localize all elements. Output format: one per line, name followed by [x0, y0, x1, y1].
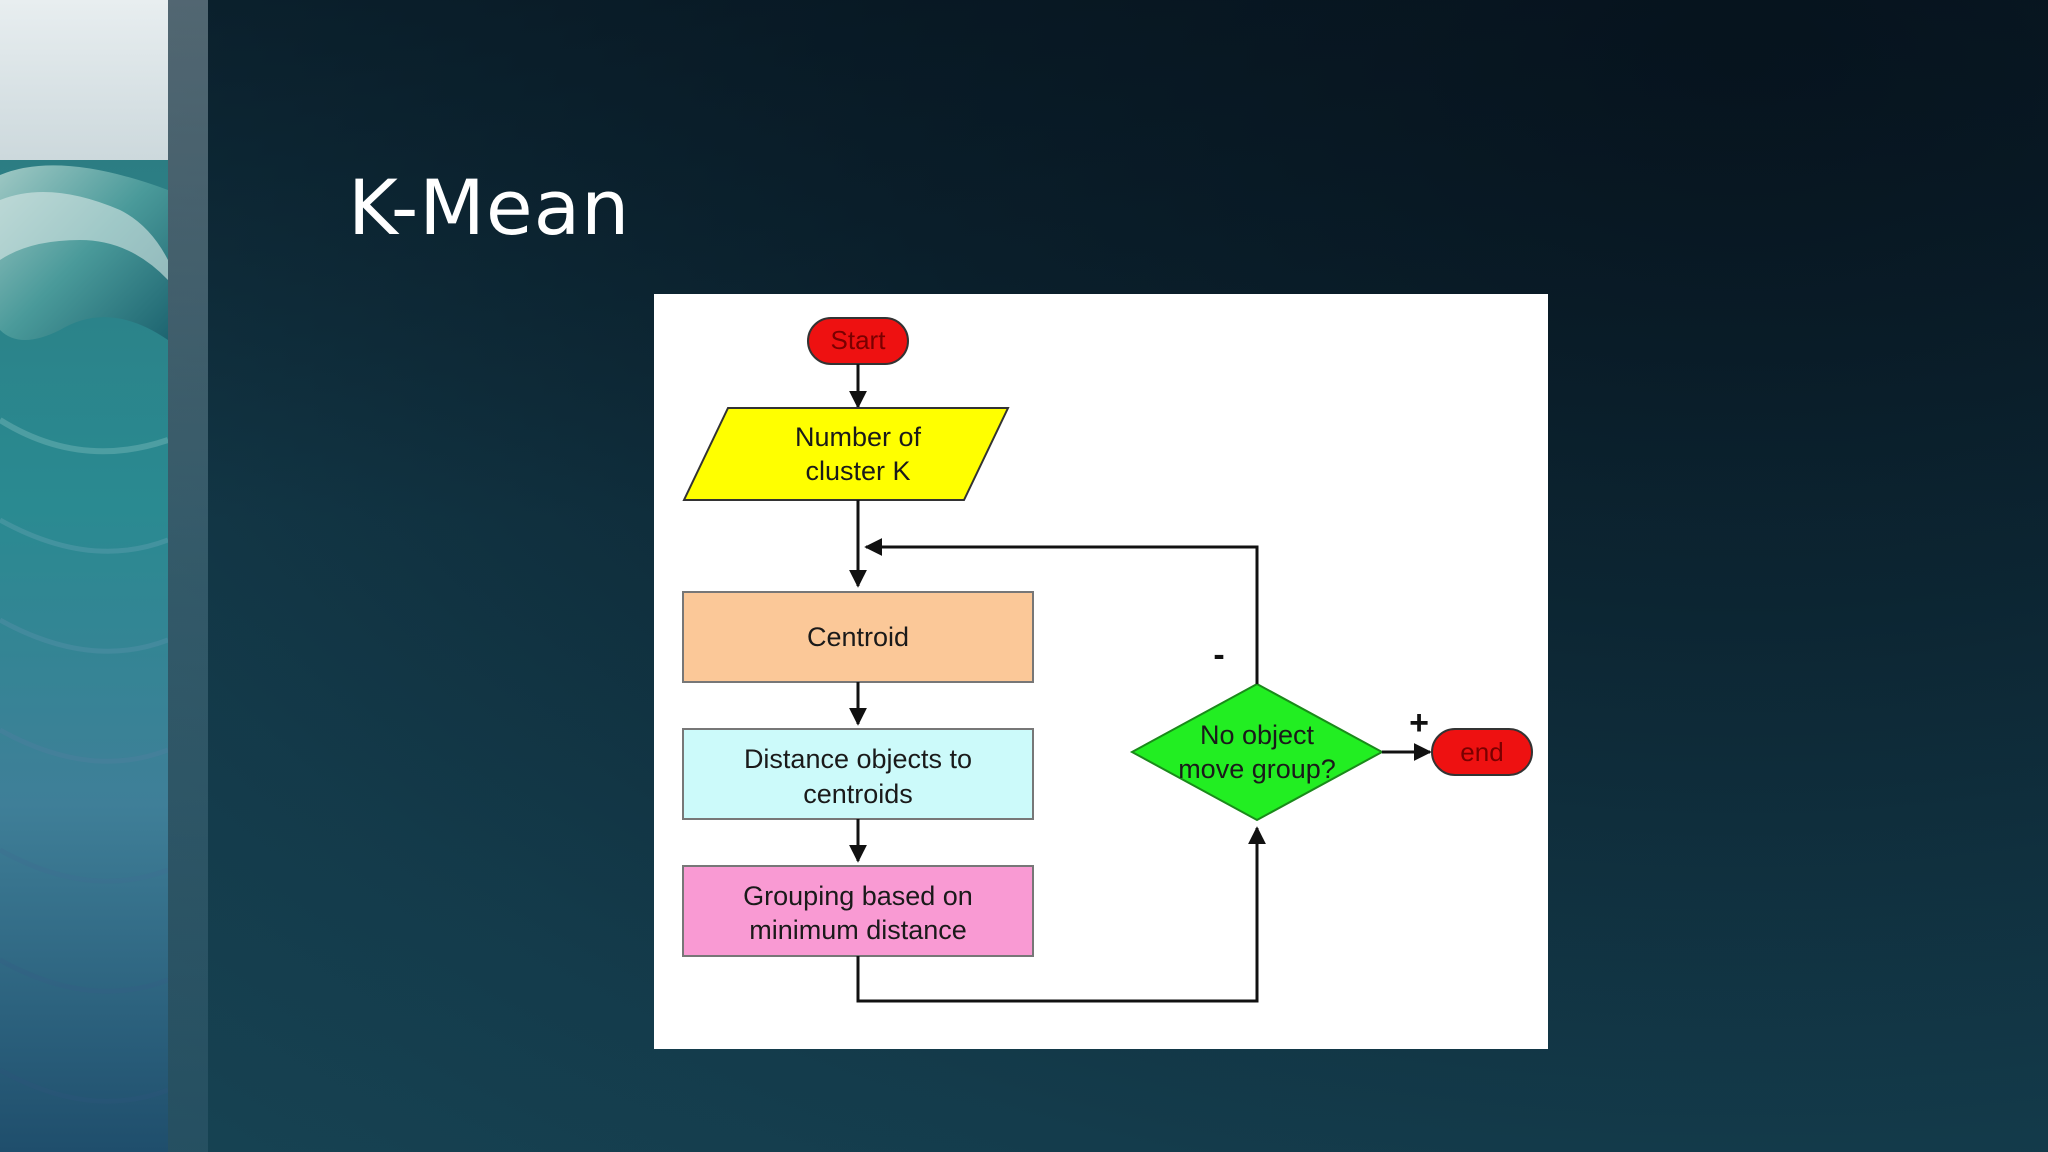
no-branch-label: - [1213, 636, 1224, 674]
grouping-label-line1: Grouping based on [743, 881, 973, 911]
distance-label-line1: Distance objects to [744, 744, 972, 774]
grouping-label-line2: minimum distance [749, 915, 967, 945]
slide-title: K-Mean [348, 163, 631, 252]
distance-label-line2: centroids [803, 779, 913, 809]
arrow-grouping-to-decision [856, 826, 1266, 1003]
wave-illustration [0, 0, 168, 1152]
decision-shape [1129, 682, 1385, 822]
start-label: Start [831, 325, 887, 355]
distance-node: Distance objects to centroids [682, 728, 1034, 820]
kmeans-flowchart: Start Number of cluster K Centroid Dista… [682, 317, 1533, 1003]
decision-node: No object move group? [1129, 682, 1385, 822]
input-label-line1: Number of [795, 422, 922, 452]
start-node: Start [807, 317, 909, 365]
wave-image [0, 0, 168, 1152]
decision-label-line1: No object [1200, 720, 1315, 750]
grouping-shape [682, 865, 1034, 957]
input-node: Number of cluster K [682, 407, 1010, 501]
centroid-label: Centroid [807, 622, 909, 652]
input-label-line2: cluster K [805, 456, 910, 486]
centroid-shape [682, 591, 1034, 683]
centroid-node: Centroid [682, 591, 1034, 683]
arrow-decision-to-centroid [864, 538, 1259, 684]
yes-branch-label: + [1409, 704, 1429, 742]
decorative-side-bar [168, 0, 208, 1152]
flowchart-panel: Start Number of cluster K Centroid Dista… [654, 294, 1548, 1049]
decision-label-line2: move group? [1178, 754, 1336, 784]
end-shape [1431, 728, 1533, 776]
grouping-node: Grouping based on minimum distance [682, 865, 1034, 957]
distance-shape [682, 728, 1034, 820]
end-label: end [1460, 737, 1503, 767]
input-shape [682, 407, 1010, 501]
end-node: end [1431, 728, 1533, 776]
